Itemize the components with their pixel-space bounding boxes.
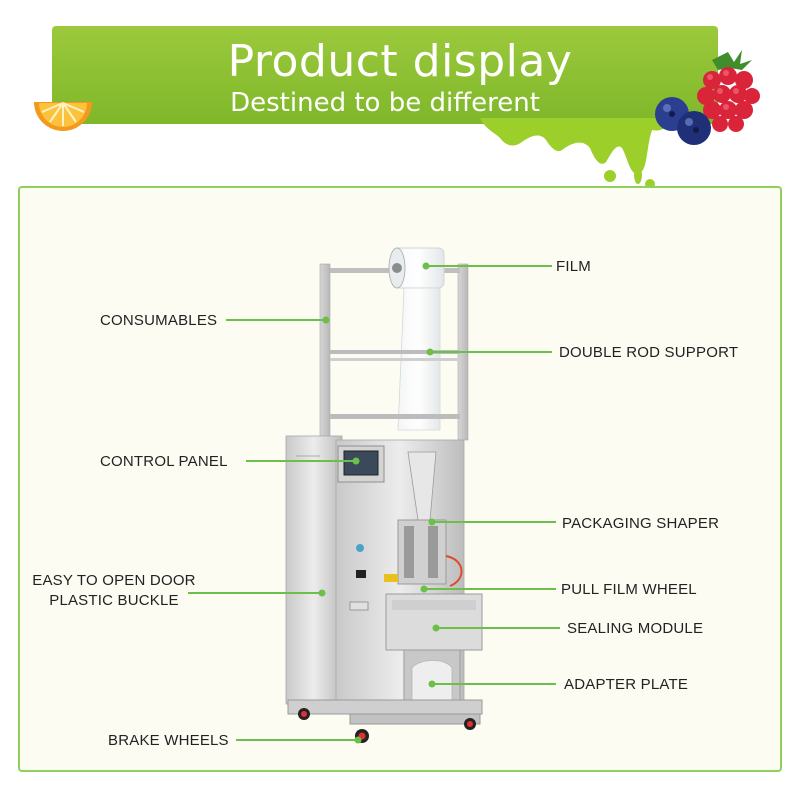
banner-title: Product display — [227, 36, 573, 87]
label-brake-wheels: BRAKE WHEELS — [108, 732, 229, 749]
raspberry-icon — [697, 50, 760, 132]
label-double-rod-support: DOUBLE ROD SUPPORT — [559, 344, 739, 361]
label-consumables: CONSUMABLES — [100, 312, 218, 329]
label-pull-film-wheel: PULL FILM WHEEL — [561, 581, 697, 598]
label-easy-open-door-line1: EASY TO OPEN DOOR — [32, 572, 196, 589]
label-sealing-module: SEALING MODULE — [567, 620, 704, 637]
blueberry-icon — [655, 97, 711, 145]
label-control-panel: CONTROL PANEL — [100, 453, 228, 470]
banner-subtitle: Destined to be different — [230, 88, 540, 118]
label-adapter-plate: ADAPTER PLATE — [564, 676, 689, 693]
header-banner — [52, 26, 718, 124]
label-film: FILM — [556, 258, 591, 275]
label-easy-open-door-line2: PLASTIC BUCKLE — [49, 592, 179, 609]
juice-splash-icon — [480, 118, 670, 189]
label-packaging-shaper: PACKAGING SHAPER — [562, 515, 720, 532]
orange-slice-icon — [34, 102, 92, 131]
